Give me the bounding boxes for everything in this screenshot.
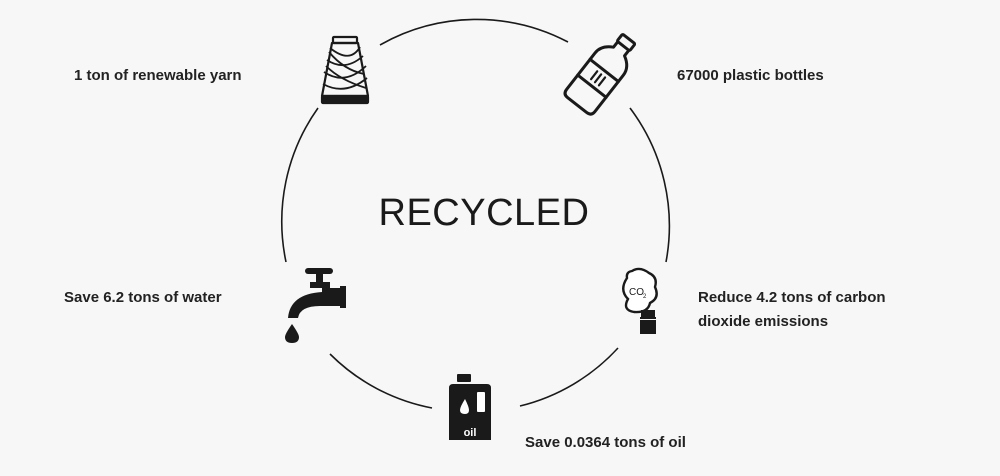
label-oil-line: Save 0.0364 tons of oil xyxy=(525,434,686,451)
label-carbon-line-2: dioxide emissions xyxy=(698,313,829,330)
label-carbon-line-1: Reduce 4.2 tons of carbon xyxy=(698,289,886,306)
label-yarn: 1 ton of renewable yarn xyxy=(74,64,242,88)
label-oil: Save 0.0364 tons of oil xyxy=(525,431,686,455)
co2-subscript: 2 xyxy=(643,294,647,300)
label-water-line: Save 6.2 tons of water xyxy=(64,289,222,306)
label-bottles-line: 67000 plastic bottles xyxy=(677,67,824,84)
cycle-ring xyxy=(281,18,671,409)
plastic-bottle-icon xyxy=(563,33,637,116)
label-carbon: Reduce 4.2 tons of carbon dioxide emissi… xyxy=(698,286,886,334)
label-water: Save 6.2 tons of water xyxy=(64,286,222,310)
cycle-arc-bottom-left xyxy=(329,353,433,409)
cycle-arc-bottom-right xyxy=(519,347,619,407)
diagram-title: RECYCLED xyxy=(378,192,590,234)
cycle-arc-right xyxy=(629,107,671,263)
co2-text: CO xyxy=(629,287,644,298)
cycle-arc-top xyxy=(379,18,569,46)
co2-smokestack-icon: CO 2 xyxy=(622,267,658,334)
water-faucet-icon xyxy=(285,268,346,343)
label-yarn-line: 1 ton of renewable yarn xyxy=(74,67,242,84)
label-bottles: 67000 plastic bottles xyxy=(677,64,824,88)
cycle-arc-left xyxy=(281,107,319,263)
yarn-spool-icon xyxy=(320,35,370,105)
oil-canister-icon: oil xyxy=(449,374,491,440)
oil-icon-text: oil xyxy=(464,427,477,439)
